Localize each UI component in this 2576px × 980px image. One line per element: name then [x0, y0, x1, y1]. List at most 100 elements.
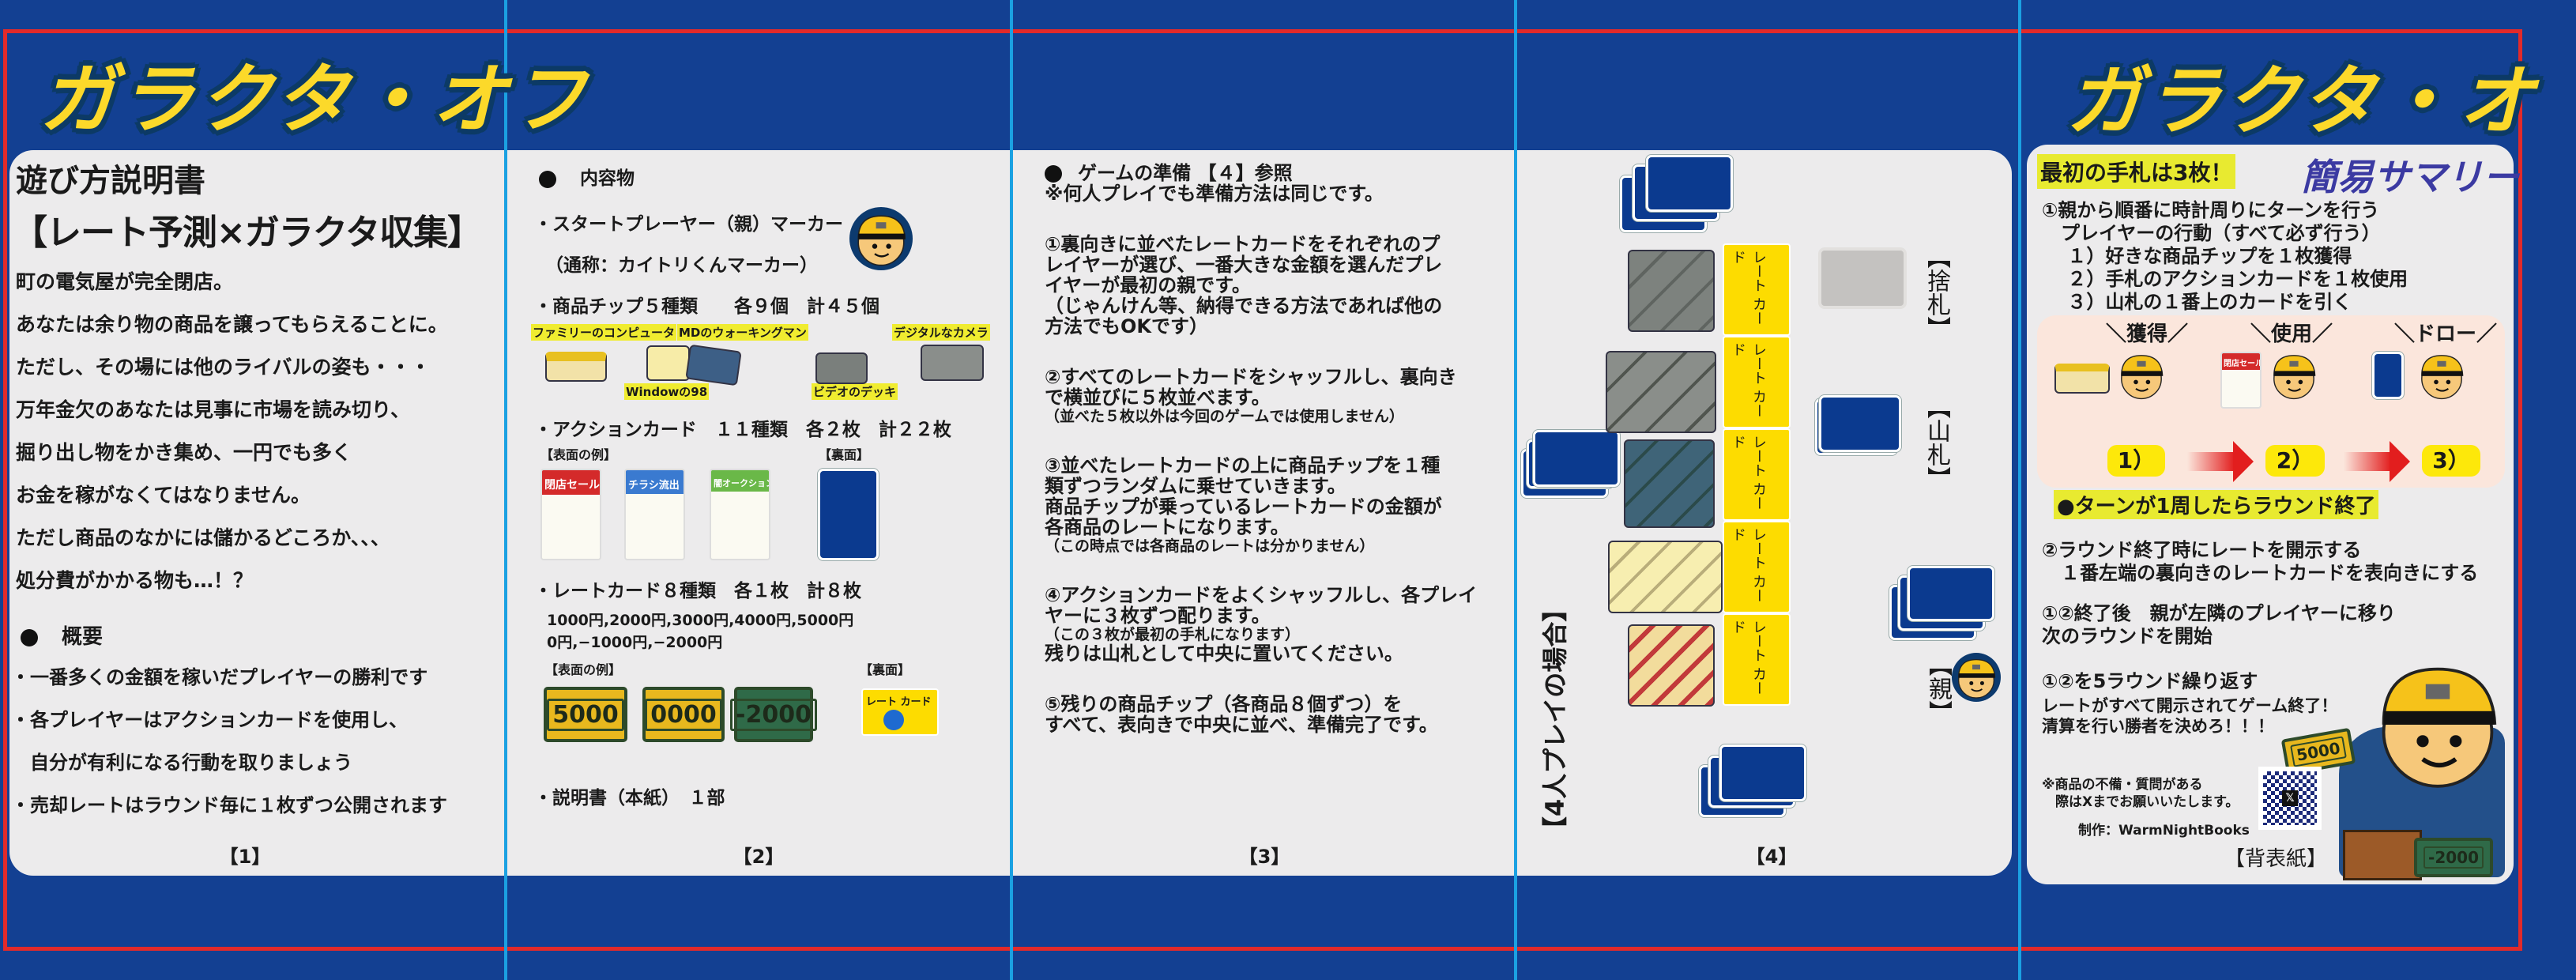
rate-card-example: -2000 [730, 687, 817, 742]
action-card-title: 闇オークション [711, 470, 769, 492]
reveal-rule-line: １番左端の裏向きのレートカードを表向きにする [2042, 562, 2479, 584]
money-bill-value: -2000 [2423, 846, 2484, 869]
action-card-back [818, 469, 879, 560]
setup-note: ※何人プレイでも準備方法は同じです。 [1045, 183, 1384, 205]
pc-chip-pile [1608, 541, 1723, 613]
setup-text: ゲームの準備 【４】参照 ※何人プレイでも準備方法は同じです。 ①裏向きに並べた… [1045, 163, 1511, 735]
fold-guide-line [2018, 0, 2021, 980]
chip-label-md: MDのウォーキングマン [677, 324, 808, 341]
bullet-icon [21, 628, 38, 646]
rate-card-back-label: レート カード [866, 696, 932, 708]
rate-card-value: 0000 [645, 698, 722, 731]
player-hand-card [1719, 744, 1806, 801]
page-number: 【1】 [219, 846, 271, 868]
setup-step-4-note: （この３枚が最初の手札になります） [1045, 626, 1301, 643]
overview-item: ・一番多くの金額を稼いだプレイヤーの勝利です [11, 666, 428, 688]
chip-label-vcr: ビデオのデッキ [812, 383, 898, 400]
mascot-icon [2266, 348, 2322, 403]
game-end-line: 清算を行い勝者を決めろ！！！ [2042, 717, 2274, 736]
rate-values: 0円,−1000円,−2000円 [547, 634, 723, 651]
overview-item: 自分が有利になる行動を取りましょう [11, 752, 352, 774]
rate-card-facedown: レート カード [1723, 336, 1791, 428]
vcr-chip-pile [1606, 351, 1716, 433]
front-example-label: 【表面の例】 [540, 447, 617, 462]
mascot-icon [1952, 653, 2001, 702]
player-hand-card [1908, 566, 1994, 621]
page-number: 【2】 [733, 846, 785, 868]
fold-guide-line [1514, 150, 1517, 876]
manual-subheading: 【レート予測×ガラクタ収集】 [13, 213, 482, 253]
setup-step-2: ②すべてのレートカードをシャッフルし、裏向き [1045, 366, 1457, 388]
next-round-line: 次のラウンドを開始 [2042, 625, 2213, 647]
setup-heading-label: ゲームの準備 【４】参照 [1078, 162, 1293, 184]
rate-card-label: レート カード [1730, 250, 1767, 326]
story-line: 万年金欠のあなたは見事に市場を読み切り、 [16, 398, 411, 421]
contents-heading-label: 内容物 [580, 168, 635, 189]
setup-step-3: 各商品のレートになります。 [1045, 516, 1290, 538]
step-label-draw: ＼ドロー／ [2394, 322, 2498, 346]
camera-chip-pile [1628, 250, 1715, 332]
action-card-title: チラシ流出 [626, 470, 684, 494]
turn-rule-line: １）好きな商品チップを１枚獲得 [2042, 245, 2352, 267]
rate-card-value: 5000 [547, 698, 624, 731]
mascot-icon [2114, 348, 2169, 403]
back-cover-label: 【背表紙】 [2224, 842, 2328, 872]
action-cards-item: ・アクションカード １１種類 各２枚 計２２枚 [534, 420, 951, 440]
parent-marker [1952, 653, 2001, 702]
mascot-icon [2414, 348, 2469, 403]
qr-code[interactable]: 𝕏 [2258, 767, 2322, 830]
marker-item: ・スタートプレーヤー（親）マーカー [534, 214, 843, 235]
story-line: 町の電気屋が完全閉店。 [16, 270, 234, 293]
action-card-title: 閉店セール [542, 470, 600, 495]
step-label-use: ＼使用／ [2250, 322, 2333, 346]
action-card-example: 闇オークション [710, 469, 770, 560]
next-round-line: ①②終了後 親が左隣のプレイヤーに移り [2042, 602, 2396, 624]
setup-step-5: すべて、表向きで中央に並べ、準備完了です。 [1045, 714, 1438, 736]
chips-item: ・商品チップ５種類 各９個 計４５個 [534, 296, 879, 317]
game-end-line: レートがすべて開示されてゲーム終了！ [2042, 696, 2338, 715]
bullet-icon [1045, 165, 1062, 183]
step-number: 1） [2107, 445, 2165, 477]
rate-card-label: レート カード [1730, 435, 1767, 511]
rate-cards-item: ・レートカード８種類 各１枚 計８枚 [534, 581, 861, 601]
setup-step-1: レイヤーが選び、一番大きな金額を選んだプレ [1045, 254, 1443, 276]
marker-alias: （通称：カイトリくんマーカー） [545, 255, 818, 276]
parent-label: 【親】 [1924, 653, 1952, 724]
action-card-example: 閉店セール [540, 469, 601, 560]
turn-rule-line: ２）手札のアクションカードを１枚使用 [2042, 268, 2408, 290]
rate-card-label: レート カード [1730, 527, 1767, 603]
step-label-acquire: ＼獲得／ [2106, 322, 2189, 346]
setup-step-2-note: （並べた５枚以外は今回のゲームでは使用しません） [1045, 408, 1404, 425]
contact-line: 際はXまでお願いいたします。 [2042, 794, 2239, 810]
overview-item: ・売却レートはラウンド毎に１枚ずつ公開されます [11, 794, 447, 816]
page-number: 【4】 [1746, 846, 1798, 868]
page-number: 【3】 [1238, 846, 1290, 868]
pc-chip-icon [646, 345, 690, 381]
vcr-chip-icon [815, 352, 868, 384]
story-line: 処分費がかかる物も…！？ [16, 569, 254, 592]
setup-step-1: イヤーが最初の親です。 [1045, 274, 1251, 296]
story-line: あなたは余り物の商品を譲ってもらえることに。 [16, 313, 448, 336]
fold-guide-line [504, 150, 507, 876]
famicom-chip-icon [545, 352, 607, 382]
md-player-chip-icon [685, 344, 742, 386]
rate-card-example: 0000 [642, 687, 725, 742]
reveal-rule-line: ②ラウンド終了時にレートを開示する [2042, 539, 2362, 561]
start-player-marker [849, 207, 913, 270]
fold-guide-line [1010, 150, 1013, 876]
step-number: 3） [2422, 445, 2480, 477]
contents-heading: 内容物 [539, 163, 635, 190]
rate-card-label: レート カード [1730, 342, 1767, 418]
front-example-label: 【表面の例】 [545, 662, 622, 677]
box-icon [2343, 830, 2422, 880]
round-end-note: ●ターンが1周したらラウンド終了 [2054, 490, 2379, 519]
arrow-right-icon [2187, 441, 2254, 482]
md-chip-pile [1624, 439, 1715, 528]
manual-heading: 遊び方説明書 [16, 163, 205, 199]
mascot-icon [849, 207, 913, 270]
action-card-example: チラシ流出 [624, 469, 685, 560]
draw-card-icon [2372, 352, 2404, 399]
circle-icon [883, 710, 904, 730]
setup-step-5: ⑤残りの商品チップ（各商品８個ずつ）を [1045, 693, 1403, 715]
turn-rule-line: ①親から順番に時計周りにターンを行う [2042, 199, 2380, 221]
